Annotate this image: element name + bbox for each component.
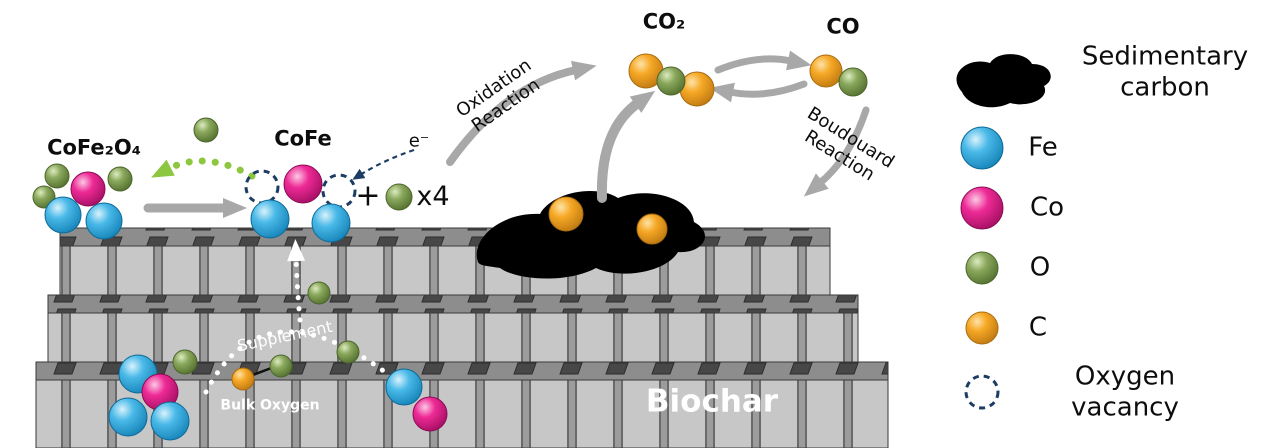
c-sphere xyxy=(809,54,843,88)
reaction-arrows xyxy=(143,50,870,218)
legend-c-sphere xyxy=(965,311,999,345)
oxidation-arrow xyxy=(446,60,597,166)
co2-to-co-arrow xyxy=(714,50,812,74)
c-sphere xyxy=(636,213,668,245)
o-sphere xyxy=(307,281,331,305)
o-sphere xyxy=(44,163,70,189)
co-label: CO xyxy=(826,14,860,39)
o-sphere xyxy=(656,66,686,96)
co-to-co2-arrow xyxy=(709,80,808,103)
legend-o-label: O xyxy=(1029,252,1051,283)
co-molecule xyxy=(809,54,868,97)
electron-label: e⁻ xyxy=(408,130,430,152)
regeneration-arrow xyxy=(151,157,256,180)
o-sphere-x4 xyxy=(385,183,413,211)
bulk-lattice-cluster xyxy=(108,349,198,441)
fe-sphere xyxy=(85,202,123,240)
cofe-cluster xyxy=(244,164,357,243)
c-sphere xyxy=(548,196,584,232)
fe-co-pair xyxy=(385,368,448,432)
legend-c-label: C xyxy=(1028,312,1048,343)
biochar-row-face-2 xyxy=(47,312,859,369)
legend-carbon-blob xyxy=(956,54,1051,108)
fe-sphere xyxy=(44,196,82,234)
o-sphere xyxy=(838,67,868,97)
carbon-to-co2-arrow xyxy=(596,90,656,203)
bulk-oxygen-label: Bulk Oxygen xyxy=(220,397,320,414)
legend-oxygen-vacancy-ring xyxy=(964,374,1000,410)
biochar-row-top-1 xyxy=(59,227,831,247)
o-sphere xyxy=(107,166,133,192)
legend-o-sphere xyxy=(965,251,999,285)
biochar-row-face-1 xyxy=(59,245,831,299)
biochar-label: Biochar xyxy=(645,383,779,420)
plus-sign: + xyxy=(355,178,381,214)
fe-sphere xyxy=(250,199,290,239)
carbon-blob-shape xyxy=(476,191,705,279)
cofe2o4-label: CoFe₂O₄ xyxy=(47,135,141,160)
fe-sphere xyxy=(311,203,351,243)
o-sphere xyxy=(336,340,360,364)
co2-label: CO₂ xyxy=(642,9,686,34)
legend-swatches xyxy=(956,54,1051,410)
legend-co-sphere xyxy=(960,186,1004,230)
x4-label: x4 xyxy=(416,181,450,213)
cofe-label: CoFe xyxy=(274,126,332,151)
legend-fe-label: Fe xyxy=(1028,132,1058,163)
bulk-oxygen-group xyxy=(231,354,293,391)
biochar-row-top-2 xyxy=(47,294,859,314)
oxygen-vacancy-ring xyxy=(321,173,357,209)
legend-sedimentary-carbon-label: Sedimentary carbon xyxy=(1081,41,1249,102)
supplement-up-arrow xyxy=(287,239,306,323)
sedimentary-carbon-blob xyxy=(476,191,705,279)
legend-co-label: Co xyxy=(1029,192,1065,223)
legend-fe-sphere xyxy=(960,126,1004,170)
o-sphere xyxy=(193,117,219,143)
o-sphere xyxy=(172,349,198,375)
boudouard-arrow xyxy=(803,106,870,197)
c-sphere xyxy=(679,71,715,107)
legend-oxygen-vacancy-label: Oxygen vacancy xyxy=(1071,361,1179,422)
co-sphere xyxy=(70,171,106,207)
co-sphere xyxy=(412,396,448,432)
fe-sphere xyxy=(108,397,148,437)
fe-sphere xyxy=(385,368,423,406)
fe-sphere xyxy=(150,401,190,441)
o-sphere xyxy=(269,354,293,378)
c-sphere xyxy=(231,367,255,391)
cofe2o4-cluster xyxy=(32,163,133,240)
co-sphere xyxy=(283,164,323,204)
co2-molecule xyxy=(628,53,715,107)
electron-arrow xyxy=(352,148,415,180)
